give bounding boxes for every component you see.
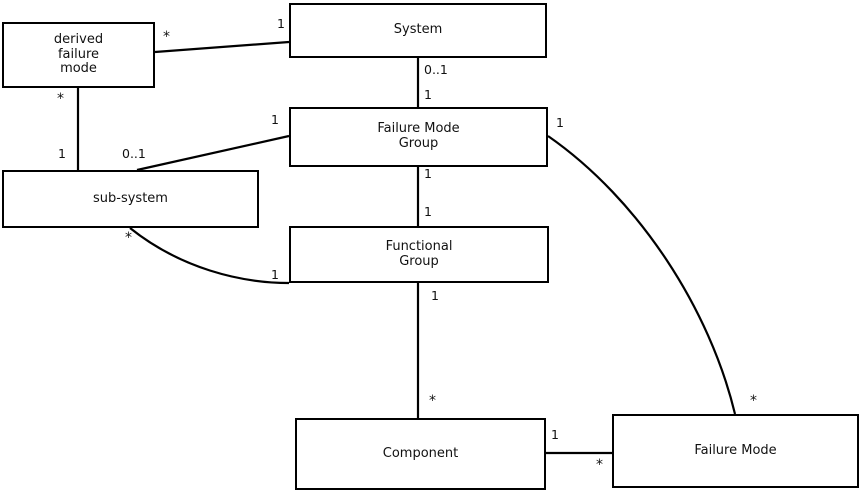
association-sub-system-to-failure-mode-group: [136, 134, 290, 172]
multiplicity-label-mult-system-dfm-one: 1: [277, 16, 285, 31]
multiplicity-label-mult-fg-subsystem-one: 1: [271, 267, 279, 282]
class-name-component: Component: [382, 445, 459, 461]
multiplicity-label-mult-fmg-fm-one: 1: [556, 115, 564, 130]
class-name-failure-mode: Failure Mode: [694, 442, 777, 458]
class-name-derived-failure-mode: derived failure mode: [53, 31, 104, 77]
class-name-failure-mode-group: Failure Mode Group: [377, 121, 460, 151]
multiplicity-label-mult-fmg-fg-one: 1: [424, 166, 432, 181]
multiplicity-label-mult-fg-component-one: 1: [431, 288, 439, 303]
class-name-functional-group: Functional Group: [385, 238, 453, 269]
multiplicity-label-mult-subsystem-fmg-zeroone: 0..1: [122, 146, 146, 161]
association-sub-system-to-functional-group: [129, 227, 290, 285]
class-name-system: System: [393, 22, 443, 38]
class-box-derived-failure-mode[interactable]: derived failure mode: [2, 22, 155, 88]
multiplicity-label-mult-component-fm-one: 1: [551, 427, 559, 442]
multiplicity-label-mult-system-fmg-zeroone: 0..1: [424, 62, 448, 77]
multiplicity-label-mult-fg-fmg-one: 1: [424, 204, 432, 219]
class-box-component[interactable]: Component: [295, 418, 546, 490]
multiplicity-label-mult-dfm-subsystem-star: *: [57, 91, 64, 107]
class-box-sub-system[interactable]: sub-system: [2, 170, 259, 228]
multiplicity-label-mult-subsystem-fg-star: *: [125, 230, 132, 246]
multiplicity-label-mult-fmg-system-one: 1: [424, 87, 432, 102]
multiplicity-label-mult-fm-fmg-star: *: [750, 393, 757, 409]
multiplicity-label-mult-dfm-system-star: *: [163, 29, 170, 45]
multiplicity-label-mult-subsystem-dfm-one: 1: [58, 146, 66, 161]
association-derived-failure-mode-to-system: [154, 40, 290, 54]
class-box-failure-mode-group[interactable]: Failure Mode Group: [289, 107, 548, 167]
association-failure-mode-group-to-failure-mode: [547, 135, 737, 415]
multiplicity-label-mult-fm-component-star: *: [596, 457, 603, 473]
class-name-sub-system: sub-system: [93, 190, 168, 206]
class-box-system[interactable]: System: [289, 3, 547, 58]
multiplicity-label-mult-component-fg-star: *: [429, 393, 436, 409]
class-box-functional-group[interactable]: Functional Group: [289, 226, 549, 283]
multiplicity-label-mult-fmg-subsystem-one: 1: [271, 112, 279, 127]
class-box-failure-mode[interactable]: Failure Mode: [612, 414, 859, 488]
